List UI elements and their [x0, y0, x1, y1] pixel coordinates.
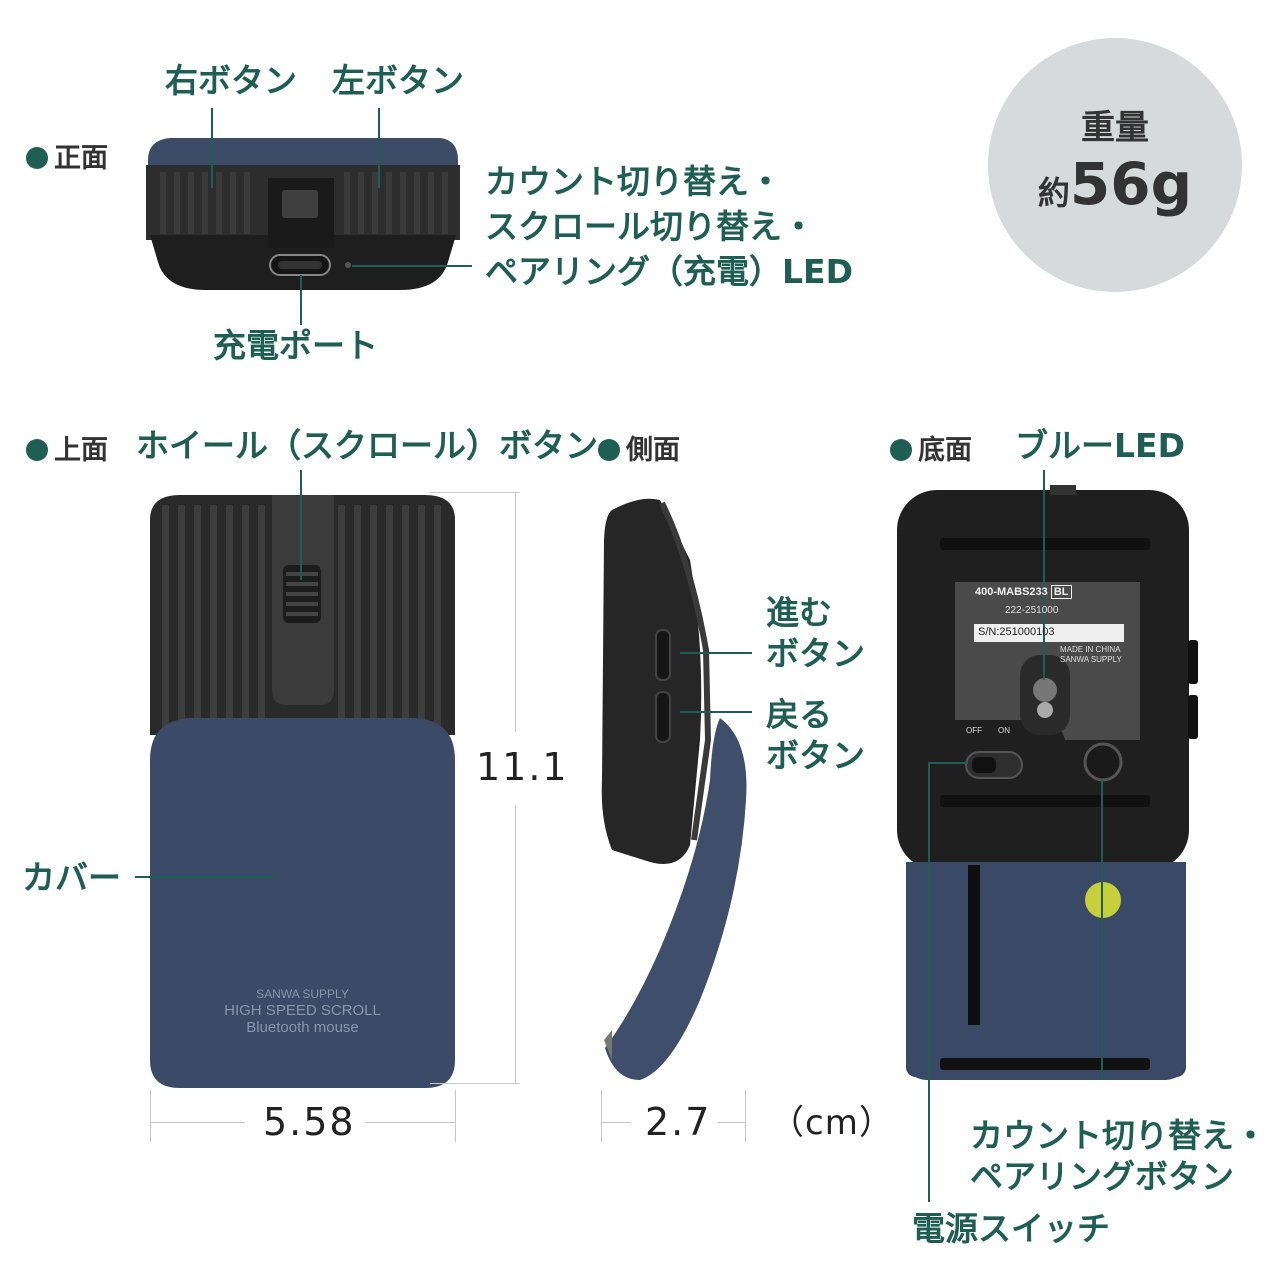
leader-line: [211, 108, 213, 188]
cert-number: 222-251000: [1005, 605, 1059, 616]
switch-on-label: ON: [998, 726, 1010, 735]
front-view-mouse: [146, 138, 460, 290]
weight-value: 56g: [1069, 150, 1193, 218]
dim-line: [515, 492, 516, 732]
section-side: 側面: [598, 428, 680, 467]
dim-line: [601, 1090, 602, 1142]
leader-line: [928, 762, 930, 1202]
label-blue-led: ブルーLED: [1015, 426, 1185, 465]
dim-line: [745, 1090, 746, 1142]
origin-text: MADE IN CHINA SANWA SUPPLY: [1060, 645, 1122, 664]
bullet-icon: [26, 147, 48, 169]
bullet-icon: [890, 439, 912, 461]
leader-line: [1043, 470, 1045, 680]
leader-line: [352, 265, 472, 267]
leader-line: [300, 275, 302, 325]
switch-off-label: OFF: [966, 726, 982, 735]
bullet-icon: [598, 439, 620, 461]
label-forward: 進む ボタン: [766, 593, 865, 674]
dim-line: [455, 1090, 456, 1142]
top-view-mouse: [150, 495, 455, 1088]
dim-height: 11.1: [476, 745, 569, 789]
dim-line: [601, 1122, 631, 1123]
dim-line: [718, 1122, 745, 1123]
leader-line: [1101, 780, 1103, 1080]
cover-print: SANWA SUPPLY HIGH SPEED SCROLL Bluetooth…: [224, 987, 381, 1037]
label-wheel: ホイール（スクロール）ボタン: [136, 426, 598, 465]
dim-unit: （cm）: [770, 1103, 894, 1143]
weight-value-row: 約56g: [988, 150, 1242, 218]
leader-line: [300, 470, 302, 580]
leader-line: [378, 108, 380, 188]
dim-line: [150, 1090, 151, 1142]
model-number: 400-MABS233 BL: [975, 585, 1072, 599]
leader-line: [135, 876, 275, 878]
label-cover: カバー: [22, 858, 121, 897]
leader-line: [680, 652, 752, 654]
leader-line: [680, 711, 752, 713]
bottom-view-mouse: [897, 485, 1198, 1080]
label-left-button: 左ボタン: [332, 61, 464, 100]
dim-width: 5.58: [263, 1100, 356, 1144]
weight-badge-bg: [988, 38, 1242, 292]
dim-line: [515, 805, 516, 1083]
label-back: 戻る ボタン: [766, 695, 865, 776]
leader-line: [928, 762, 968, 764]
dim-line: [365, 1122, 455, 1123]
serial-number: S/N:251000103: [978, 626, 1055, 638]
label-charge-port: 充電ポート: [213, 326, 378, 365]
side-view-mouse: [601, 498, 747, 1080]
dim-line: [150, 1122, 245, 1123]
weight-prefix: 約: [1037, 174, 1070, 212]
label-power-switch: 電源スイッチ: [912, 1209, 1110, 1248]
section-top: 上面: [26, 428, 108, 467]
weight-title: 重量: [1081, 108, 1149, 148]
dim-line: [430, 1083, 520, 1084]
section-bottom: 底面: [890, 428, 972, 467]
label-pair-button: カウント切り替え・ ペアリングボタン: [970, 1116, 1267, 1197]
dim-line: [430, 492, 520, 493]
bullet-icon: [26, 439, 48, 461]
label-led: カウント切り替え・ スクロール切り替え・ ペアリング（充電）LED: [485, 162, 853, 291]
dim-depth: 2.7: [645, 1100, 712, 1144]
section-front: 正面: [26, 136, 108, 175]
label-right-button: 右ボタン: [165, 61, 297, 100]
